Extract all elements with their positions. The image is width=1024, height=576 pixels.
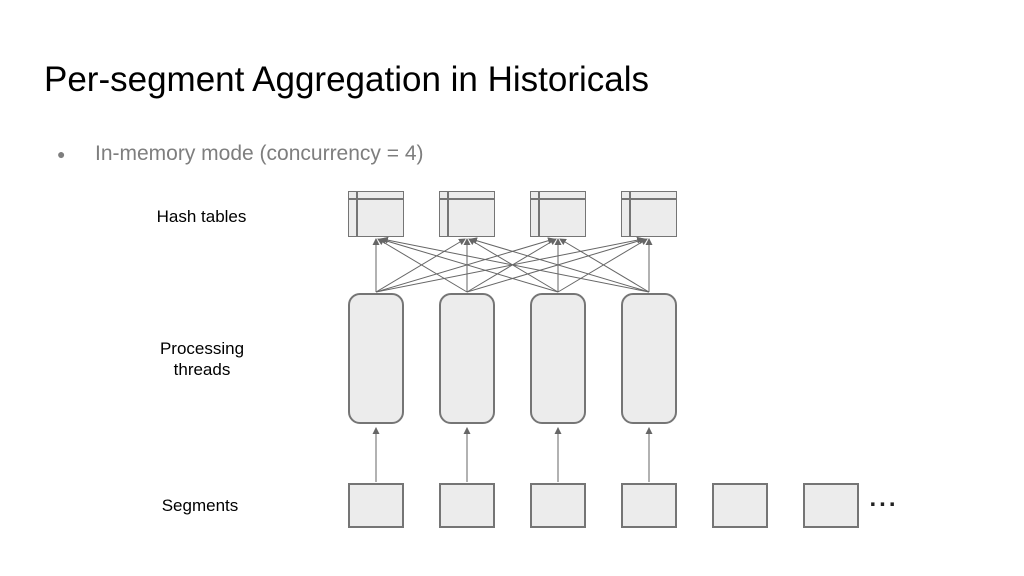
segment-box (712, 483, 768, 528)
processing-thread-box (439, 293, 495, 424)
thread-to-hashtable-arrow (557, 238, 648, 293)
processing-thread-box (348, 293, 404, 424)
hash-table-key-column-line (629, 192, 631, 236)
thread-to-hashtable-arrow (380, 236, 650, 293)
processing-thread-box (621, 293, 677, 424)
hash-table-header-row-line (622, 198, 676, 200)
hash-table-key-column-line (447, 192, 449, 236)
thread-to-hashtable-arrow (559, 238, 650, 293)
hash-table-box (530, 191, 586, 237)
segment-box (803, 483, 859, 528)
thread-to-hashtable-arrow (375, 237, 556, 293)
segments-label: Segments (161, 496, 239, 515)
segment-box (530, 483, 586, 528)
hash-tables-label: Hash tables (156, 207, 247, 226)
hash-table-header-row-line (440, 198, 494, 200)
segment-box (621, 483, 677, 528)
page-title: Per-segment Aggregation in Historicals (44, 60, 650, 99)
more-segments-ellipsis: ... (869, 485, 899, 512)
processing-thread-box (530, 293, 586, 424)
hash-table-key-column-line (538, 192, 540, 236)
thread-to-hashtable-arrow (378, 237, 559, 293)
hash-table-header-row-line (349, 198, 403, 200)
thread-to-hashtable-arrow (375, 236, 645, 293)
segment-box (348, 483, 404, 528)
hash-table-box (621, 191, 677, 237)
thread-to-hashtable-arrow (469, 237, 650, 293)
thread-to-hashtable-arrow (377, 238, 468, 293)
bullet-item: ● In-memory mode (concurrency = 4) (44, 141, 424, 167)
hash-table-box (439, 191, 495, 237)
hash-table-key-column-line (356, 192, 358, 236)
thread-to-hashtable-arrow (375, 238, 466, 293)
bullet-dot-icon: ● (57, 146, 66, 162)
segment-box (439, 483, 495, 528)
processing-threads-label: Processing threads (159, 339, 245, 379)
thread-to-hashtable-arrow (466, 238, 557, 293)
hash-table-header-row-line (531, 198, 585, 200)
thread-to-hashtable-arrow (466, 237, 647, 293)
bullet-text: In-memory mode (concurrency = 4) (95, 142, 424, 165)
hash-table-box (348, 191, 404, 237)
